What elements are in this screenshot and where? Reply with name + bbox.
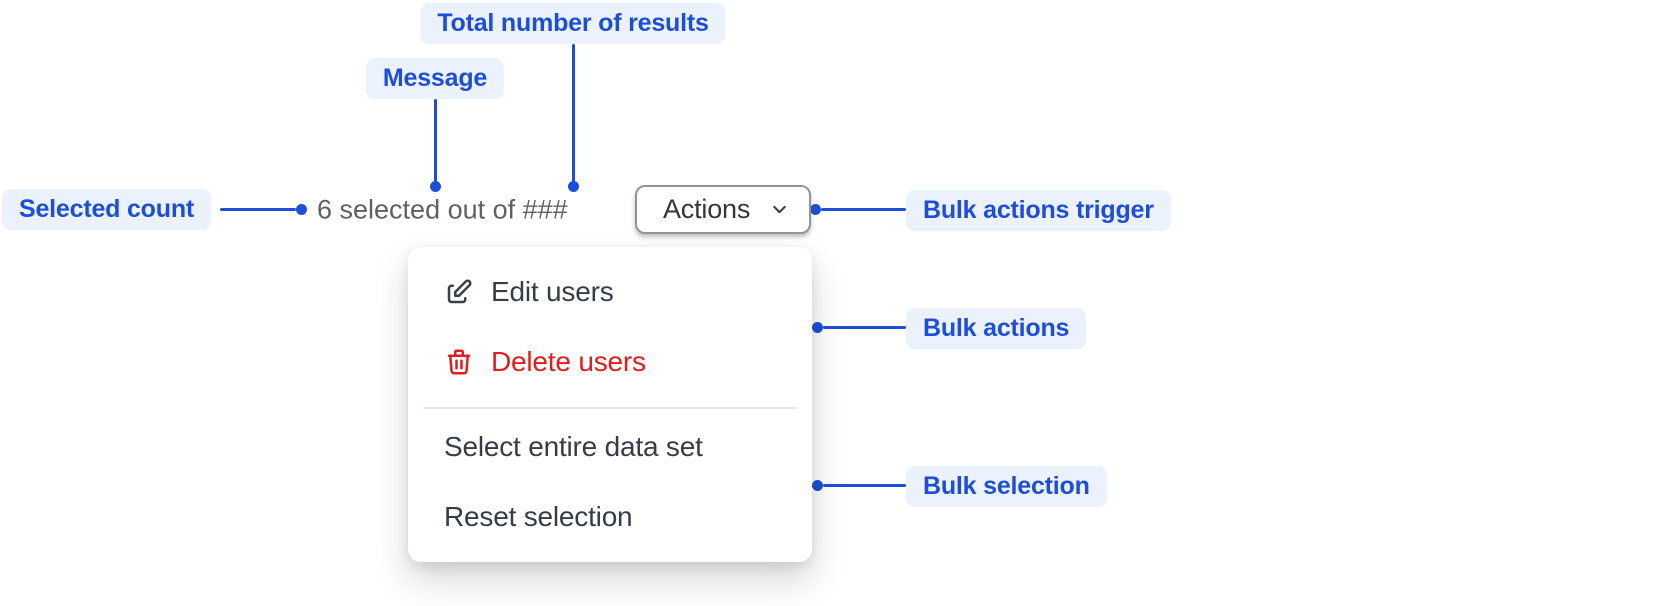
connector-dot-selected-count <box>296 204 307 215</box>
connector-line-selected-count <box>220 208 296 211</box>
connector-line-bulk-actions <box>823 326 906 329</box>
menu-item-reset-selection[interactable]: Reset selection <box>408 482 812 552</box>
annotation-label-bulk-actions-trigger: Bulk actions trigger <box>906 190 1171 231</box>
annotation-label-total-results: Total number of results <box>420 3 726 44</box>
annotation-label-bulk-actions: Bulk actions <box>906 308 1087 349</box>
connector-dot-bulk-actions <box>812 322 823 333</box>
trash-icon <box>444 347 474 377</box>
connector-line-bulk-actions-trigger <box>821 208 906 211</box>
annotation-label-message: Message <box>365 58 505 99</box>
menu-item-select-entire-data-set[interactable]: Select entire data set <box>408 412 812 482</box>
menu-divider <box>423 407 797 409</box>
bulk-actions-trigger-label: Actions <box>663 194 751 224</box>
menu-item-label: Edit users <box>491 276 614 307</box>
edit-icon <box>444 277 474 307</box>
connector-line-bulk-selection <box>823 484 906 487</box>
bulk-actions-trigger-button[interactable]: Actions <box>635 185 811 234</box>
connector-line-message <box>434 99 437 182</box>
connector-dot-bulk-actions-trigger <box>810 204 821 215</box>
annotation-label-selected-count: Selected count <box>2 189 212 230</box>
menu-item-label: Select entire data set <box>444 431 703 462</box>
menu-item-label: Reset selection <box>444 501 633 532</box>
selection-message: 6 selected out of ### <box>317 194 568 225</box>
connector-dot-message <box>430 181 441 192</box>
connector-line-total-results <box>572 44 575 182</box>
menu-item-edit-users[interactable]: Edit users <box>408 257 812 327</box>
chevron-down-icon <box>769 199 790 220</box>
connector-dot-total-results <box>568 181 579 192</box>
menu-item-delete-users[interactable]: Delete users <box>408 327 812 397</box>
connector-dot-bulk-selection <box>812 480 823 491</box>
annotation-label-bulk-selection: Bulk selection <box>906 466 1107 507</box>
menu-item-label: Delete users <box>491 346 646 377</box>
bulk-actions-menu: Edit users Delete users Select entire da… <box>408 247 812 562</box>
